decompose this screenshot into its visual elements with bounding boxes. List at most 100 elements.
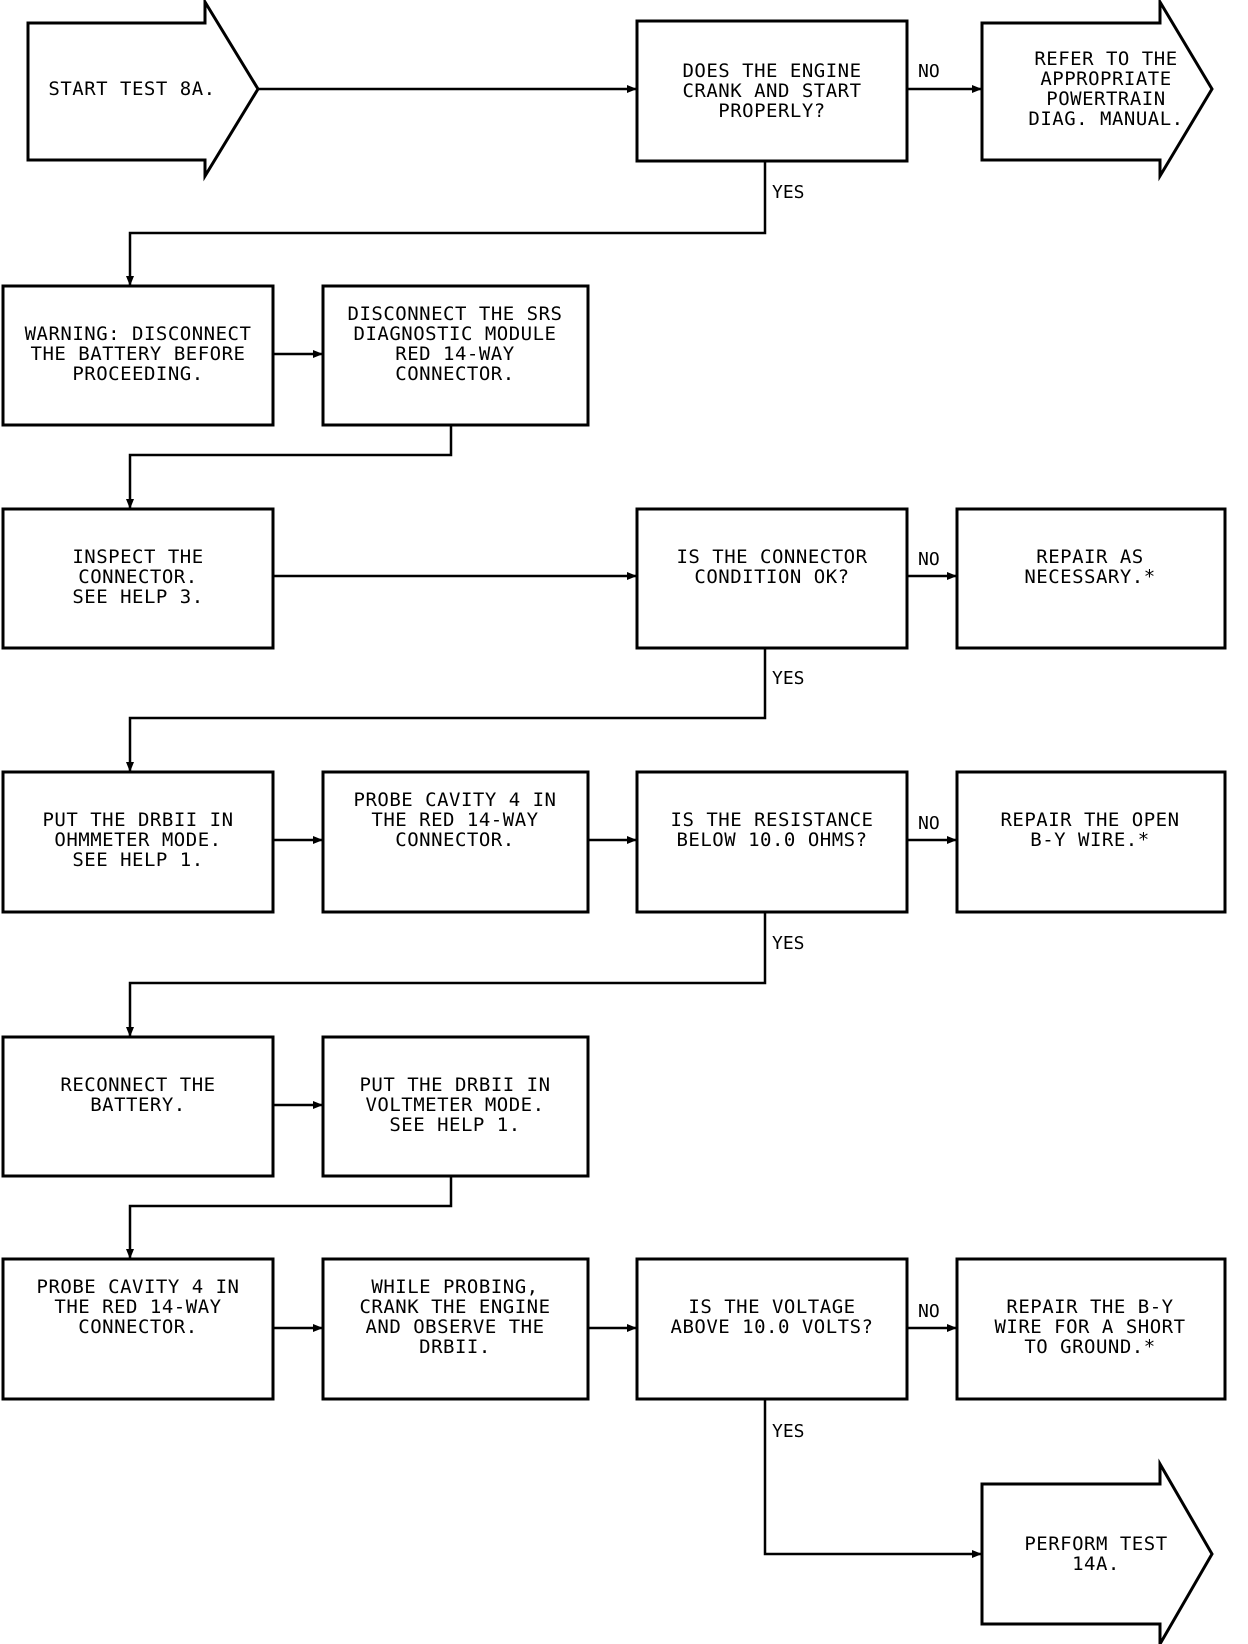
edge-label-no: NO xyxy=(918,61,940,82)
node-text-line: PROBE CAVITY 4 IN xyxy=(354,789,557,811)
node-text-line: THE RED 14-WAY xyxy=(54,1296,221,1318)
arrowhead-repair-open xyxy=(947,836,957,844)
node-text-line: THE BATTERY BEFORE xyxy=(31,343,246,365)
node-text-line: ABOVE 10.0 VOLTS? xyxy=(671,1316,874,1338)
node-text: START TEST 8A. xyxy=(48,78,215,100)
node-text-line: B-Y WIRE.* xyxy=(1030,829,1149,851)
node-text-line: PROBE CAVITY 4 IN xyxy=(37,1276,240,1298)
node-text-line: NECESSARY.* xyxy=(1024,566,1155,588)
arrowhead-voltmeter xyxy=(313,1101,323,1109)
node-text-line: WIRE FOR A SHORT xyxy=(994,1316,1185,1338)
arrowhead-probe2 xyxy=(126,1249,134,1259)
connector-voltmeter-down xyxy=(128,1176,453,1258)
edge-label-yes: YES xyxy=(772,182,805,203)
arrowhead-inspect xyxy=(126,499,134,509)
node-text-line: 14A. xyxy=(1072,1553,1120,1575)
node-text-line: RED 14-WAY xyxy=(395,343,514,365)
edge-labels: NO YES NO YES NO YES NO YES xyxy=(772,61,940,1442)
node-text-line: POWERTRAIN xyxy=(1046,88,1165,110)
node-text-line: AND OBSERVE THE xyxy=(365,1316,544,1338)
node-text-line: BATTERY. xyxy=(90,1094,186,1116)
node-text-line: APPROPRIATE xyxy=(1040,68,1171,90)
node-text-line: SEE HELP 1. xyxy=(389,1114,520,1136)
node-text-line: PERFORM TEST xyxy=(1024,1533,1167,1555)
node-text-line: REPAIR THE OPEN xyxy=(1000,809,1179,831)
node-text-line: PROPERLY? xyxy=(718,100,825,122)
node-text-line: OHMMETER MODE. xyxy=(54,829,221,851)
node-text-line: TO GROUND.* xyxy=(1024,1336,1155,1358)
node-text-line: PROCEEDING. xyxy=(72,363,203,385)
arrowhead-probe1 xyxy=(313,836,323,844)
arrowheads xyxy=(126,85,982,1558)
edge-label-yes: YES xyxy=(772,933,805,954)
node-text-line: WHILE PROBING, xyxy=(371,1276,538,1298)
node-text-line: DIAGNOSTIC MODULE xyxy=(354,323,557,345)
arrowhead-refer xyxy=(972,85,982,93)
connectors xyxy=(128,87,982,1556)
arrowhead-ohmmeter xyxy=(126,762,134,772)
node-text-line: IS THE RESISTANCE xyxy=(671,809,874,831)
node-text-line: REPAIR AS xyxy=(1036,546,1143,568)
node-text-line: CONNECTOR. xyxy=(395,829,514,851)
edge-label-no: NO xyxy=(918,813,940,834)
arrowhead-repair-short xyxy=(947,1324,957,1332)
connector-voltage-yes xyxy=(763,1400,982,1556)
node-text-line: IS THE CONNECTOR xyxy=(676,546,867,568)
arrowhead-perform xyxy=(972,1550,982,1558)
node-text-line: SEE HELP 3. xyxy=(72,586,203,608)
node-text-line: SEE HELP 1. xyxy=(72,849,203,871)
arrowhead-disconnect xyxy=(313,350,323,358)
node-text-line: PUT THE DRBII IN xyxy=(42,809,233,831)
node-text-line: DIAG. MANUAL. xyxy=(1028,108,1183,130)
node-text-line: CRANK THE ENGINE xyxy=(359,1296,550,1318)
arrowhead-voltage xyxy=(627,1324,637,1332)
arrowhead-while xyxy=(313,1324,323,1332)
node-text-line: START TEST 8A. xyxy=(48,78,215,100)
node-text-line: CONNECTOR. xyxy=(395,363,514,385)
node-text-line: DOES THE ENGINE xyxy=(682,60,861,82)
connector-crank-yes xyxy=(128,160,767,285)
node-text-line: INSPECT THE xyxy=(72,546,203,568)
node-text-line: IS THE VOLTAGE xyxy=(688,1296,855,1318)
connector-disconnect-down xyxy=(128,425,453,508)
node-text-line: CRANK AND START xyxy=(682,80,861,102)
node-text-line: REPAIR THE B-Y xyxy=(1006,1296,1173,1318)
start-arrow-node: START TEST 8A. xyxy=(26,0,260,182)
arrowhead-crank xyxy=(627,85,637,93)
edge-label-yes: YES xyxy=(772,1421,805,1442)
arrowhead-repair-connector xyxy=(947,572,957,580)
node-text-line: PUT THE DRBII IN xyxy=(359,1074,550,1096)
connector-connector-yes xyxy=(128,648,767,771)
node-text-line: REFER TO THE xyxy=(1034,48,1177,70)
node-text-line: VOLTMETER MODE. xyxy=(365,1094,544,1116)
